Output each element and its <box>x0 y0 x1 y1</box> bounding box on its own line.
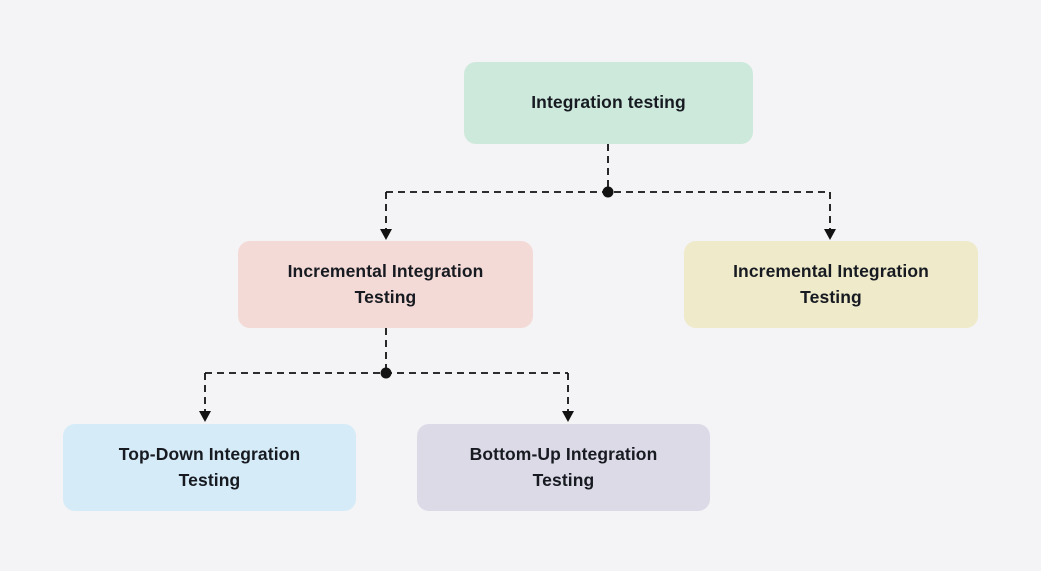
arrowhead-bottom-up <box>562 411 574 422</box>
junction-dot-1 <box>602 186 614 198</box>
node-incremental-integration-right: Incremental Integration Testing <box>684 241 978 328</box>
arrowhead-incremental-right <box>824 229 836 240</box>
node-incremental-integration-left: Incremental Integration Testing <box>238 241 533 328</box>
node-integration-testing: Integration testing <box>464 62 753 144</box>
node-bottom-up-integration: Bottom-Up Integration Testing <box>417 424 710 511</box>
junction-dot-2 <box>380 367 392 379</box>
node-top-down-integration: Top-Down Integration Testing <box>63 424 356 511</box>
arrowhead-incremental-left <box>380 229 392 240</box>
arrowhead-top-down <box>199 411 211 422</box>
